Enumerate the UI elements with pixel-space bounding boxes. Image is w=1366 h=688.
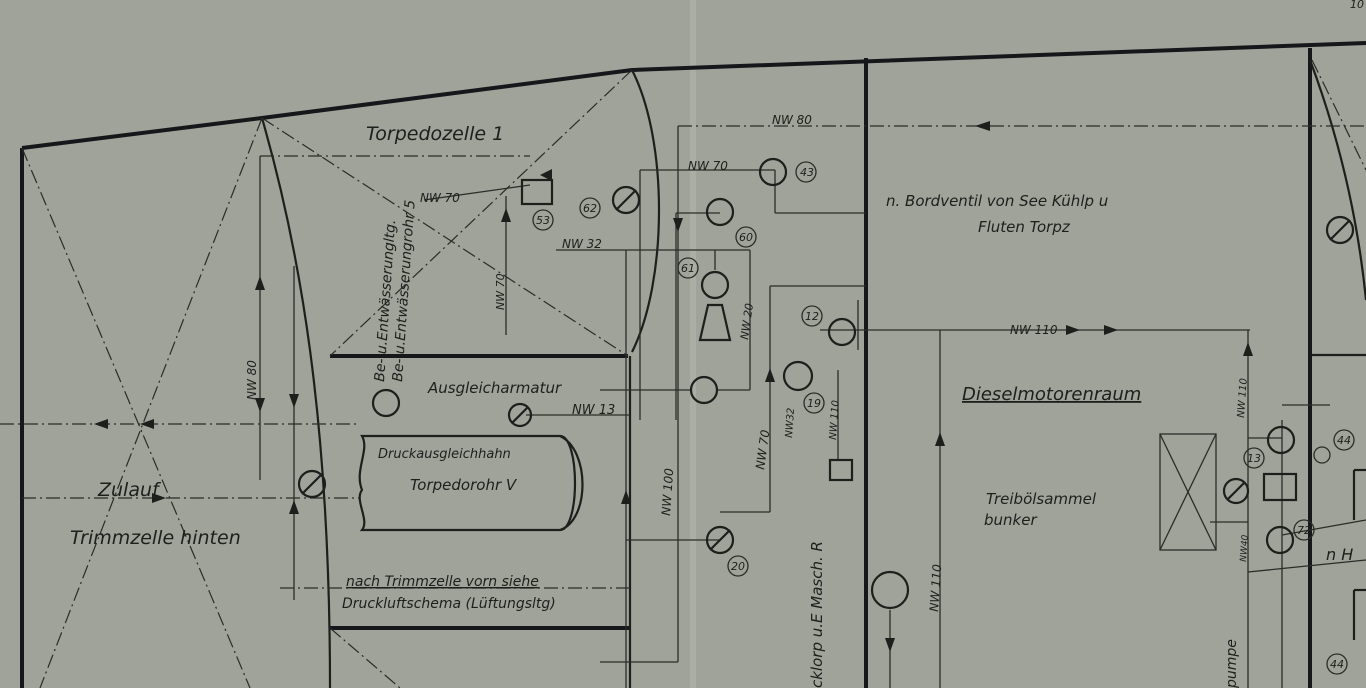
strainer-icon <box>1262 472 1298 502</box>
pipe-nw20: NW 20 <box>738 302 756 340</box>
pipe-nw70-vertical: NW 70 <box>494 273 507 310</box>
shutoff-right-icon <box>1222 477 1250 505</box>
tag-19-number: 19 <box>807 397 821 410</box>
valve-72-icon <box>1265 525 1295 555</box>
shutoff-edge-icon <box>1325 215 1355 245</box>
n-h-label: n H <box>1326 545 1353 564</box>
tag-12-icon <box>801 305 823 327</box>
tag-43-icon <box>795 161 817 183</box>
trim-forward-label-2: Druckluftschema (Lüftungsltg) <box>342 596 556 612</box>
funnel-icon <box>698 303 732 342</box>
torpedo-tube-body <box>358 434 584 532</box>
valve-53-icon <box>520 178 554 206</box>
tag-72-number: 72 <box>1297 524 1311 537</box>
gauge-43-icon <box>758 157 788 187</box>
tag-61-number: 61 <box>681 262 695 275</box>
pipe-nw13: NW 13 <box>572 403 615 418</box>
pipe-nw110-right: NW 110 <box>1236 378 1250 418</box>
compensating-fitting-label: Ausgleicharmatur <box>427 379 562 397</box>
tag-44b-icon <box>1326 653 1348 675</box>
gauge-61-icon <box>700 270 730 300</box>
diesel-room-label: Dieselmotorenraum <box>962 384 1141 405</box>
pipe-nw110-horizontal: NW 110 <box>1010 323 1058 337</box>
torpedo-tube-label: Torpedorohr V <box>410 476 518 494</box>
vent-valve-icon <box>371 388 401 418</box>
tag-62-icon <box>579 197 601 219</box>
pump-label: pumpe <box>1224 639 1240 688</box>
valve-symbols <box>297 157 1366 675</box>
tag-13-number: 13 <box>1247 452 1261 465</box>
tag-20-icon <box>727 555 749 577</box>
fuel-bunker-label-2: bunker <box>984 511 1037 529</box>
corner-mark: 10 <box>1350 0 1364 11</box>
tag-44a-number: 44 <box>1337 434 1351 447</box>
labels: 10 Torpedozelle 1 Dieselmotorenraum Trim… <box>70 0 1364 688</box>
pipe-network <box>0 125 1366 688</box>
valve-12-icon <box>827 317 857 347</box>
pipe-nw40: NW40 <box>1239 534 1251 562</box>
gauge-compensator-icon <box>689 375 719 405</box>
tag-19-icon <box>803 392 825 414</box>
trim-forward-label-1: nach Trimmzelle vorn siehe <box>346 574 539 590</box>
pipe-nw70-a: NW 70 <box>420 191 460 205</box>
machine-room-label: cklorp u.E Masch. R <box>808 541 826 688</box>
tag-53-number: 53 <box>536 214 550 227</box>
flow-arrows <box>94 121 1253 652</box>
pipe-nw80-top: NW 80 <box>772 113 812 127</box>
sea-valve-label-1: n. Bordventil von See Kühlp u <box>886 192 1108 210</box>
trim-cell-label: Trimmzelle hinten <box>70 527 241 549</box>
tag-60-number: 60 <box>739 231 753 244</box>
fuel-bunker-box <box>1159 433 1217 551</box>
pipe-nw110-small: NW 110 <box>828 400 842 440</box>
tag-44b-number: 44 <box>1330 658 1344 671</box>
inflow-label: Zulauf <box>97 479 162 501</box>
pipe-nw100: NW 100 <box>659 467 676 516</box>
hull-outline <box>20 41 1366 688</box>
gauge-60-icon <box>705 197 735 227</box>
pipe-nw80-left: NW 80 <box>245 360 259 400</box>
tag-62-number: 62 <box>583 202 597 215</box>
pressure-cock-label: Druckausgleichhahn <box>378 447 511 462</box>
shutoff-zulauf-icon <box>297 469 327 499</box>
paper-fold <box>690 0 696 688</box>
tag-43-number: 43 <box>800 166 814 179</box>
filter-icon <box>828 458 854 482</box>
shutoff-62-icon <box>611 185 641 215</box>
sea-valve-label-2: Fluten Torpz <box>978 218 1071 236</box>
gauge-19-icon <box>782 360 814 392</box>
pump-symbol-icon <box>870 570 910 610</box>
pipe-nw110-vertical: NW 110 <box>927 563 944 612</box>
pressure-cock-icon <box>507 402 533 428</box>
tag-72-icon <box>1293 519 1315 541</box>
tag-44a-icon <box>1333 429 1355 451</box>
pipe-nw70-b: NW 70 <box>688 159 728 173</box>
valve-13-icon <box>1266 425 1296 455</box>
tag-13-icon <box>1243 447 1265 469</box>
tag-20-number: 20 <box>731 560 745 573</box>
torpedo-cell-label: Torpedozelle 1 <box>366 123 504 145</box>
valve-20-icon <box>705 525 735 555</box>
fuel-bunker-label-1: Treibölsammel <box>986 490 1097 508</box>
pipe-nw32: NW 32 <box>562 237 602 251</box>
tag-53-icon <box>532 209 554 231</box>
pipe-nw70-right: NW 70 <box>753 429 772 471</box>
diagonal-cross-lines <box>21 59 1366 688</box>
fitting-right-icon <box>1313 446 1331 464</box>
pipe-nw32-small: NW32 <box>784 407 797 438</box>
tag-60-icon <box>735 226 757 248</box>
tag-12-number: 12 <box>805 310 819 323</box>
tag-61-icon <box>677 257 699 279</box>
